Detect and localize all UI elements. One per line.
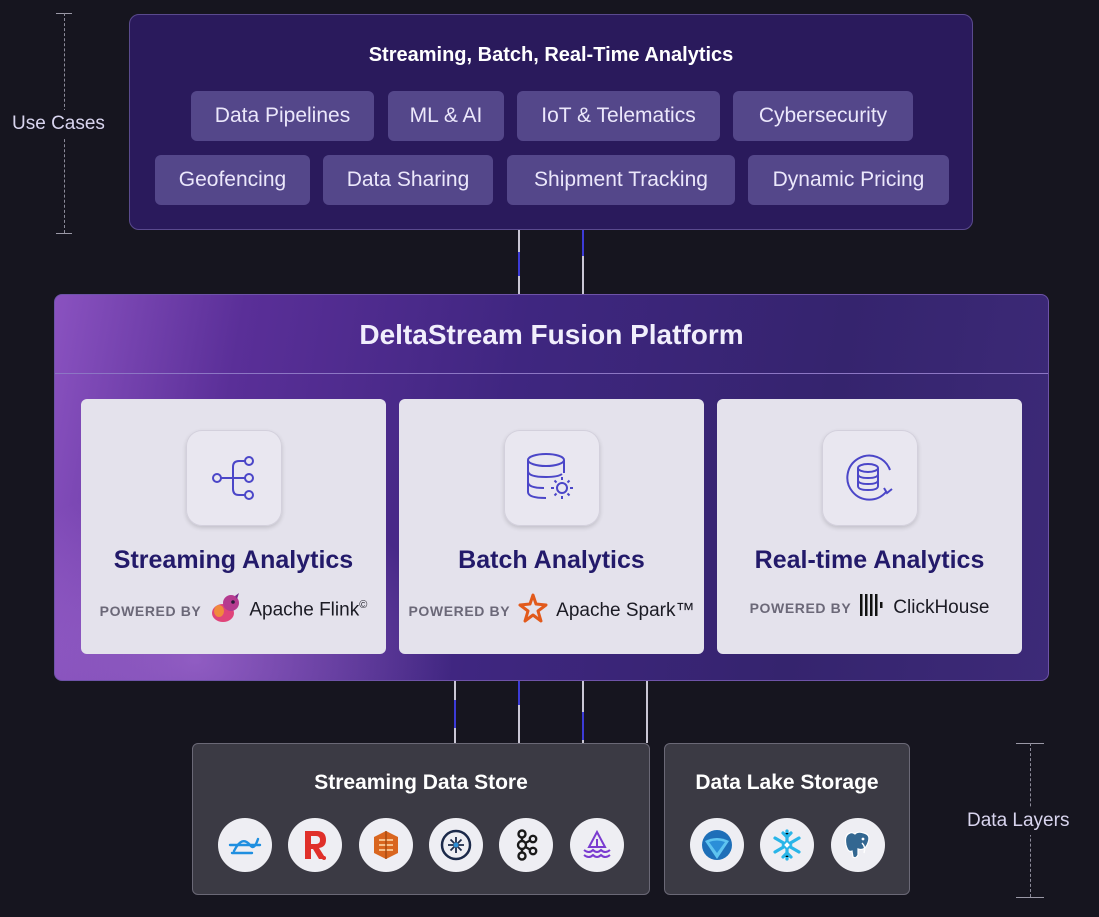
use-case-chip: Data Sharing [323,155,493,205]
streaming-analytics-card: Streaming Analytics POWERED BY Apache Fl… [81,399,386,654]
bracket-bottom-cap [1016,897,1044,898]
connector-flow [582,712,584,740]
stream-tree-icon [186,430,282,526]
connector-flow [518,252,520,276]
data-layers-label: Data Layers [967,807,1070,835]
database-gear-icon [504,430,600,526]
card-title: Streaming Analytics [113,546,354,574]
powered-by-row: POWERED BY Apache Spark™ [399,593,704,628]
flink-squirrel-icon [209,593,241,628]
brand-name: ClickHouse [893,596,990,618]
card-title: Real-time Analytics [754,546,985,574]
use-case-chip: ML & AI [388,91,504,141]
use-case-chip: Geofencing [155,155,310,205]
bracket-bottom-cap [56,233,72,234]
databricks-lakehouse-icon [690,818,744,872]
powered-by-row: POWERED BY Apache Flink© [81,593,386,628]
use-case-chip: Shipment Tracking [507,155,735,205]
use-case-chip: Data Pipelines [191,91,374,141]
kafka-icon [499,818,553,872]
powered-by-label: POWERED BY [408,602,511,619]
redpanda-r-icon [288,818,342,872]
data-lake-title: Data Lake Storage [695,771,879,794]
spark-star-icon [518,593,548,628]
connector-line [646,681,648,743]
use-case-chip: Cybersecurity [733,91,913,141]
aws-kinesis-icon [359,818,413,872]
brand-mark: © [359,599,368,612]
confluent-burst-icon [429,818,483,872]
connector-flow [518,681,520,705]
use-cases-panel: Streaming, Batch, Real-Time Analytics Da… [129,14,973,230]
streaming-store-title: Streaming Data Store [314,771,528,794]
data-lake-storage: Data Lake Storage [664,743,910,895]
use-cases-label: Use Cases [12,110,105,138]
realtime-analytics-card: Real-time Analytics POWERED BY ClickHous… [717,399,1022,654]
connector-line [518,681,520,743]
confluent-wave-icon [218,818,272,872]
connector-flow [582,230,584,256]
batch-analytics-card: Batch Analytics POWERED BY Apache Spark™ [399,399,704,654]
powered-by-label: POWERED BY [99,602,202,619]
brand-text: Apache Flink [249,599,360,621]
platform-title: DeltaStream Fusion Platform [359,319,744,350]
brand-name: Apache Flink© [249,599,367,621]
use-case-chip: IoT & Telematics [517,91,720,141]
card-title: Batch Analytics [458,546,645,574]
use-cases-title: Streaming, Batch, Real-Time Analytics [368,44,734,66]
connector-line [582,230,584,294]
platform-divider [55,373,1048,374]
connector-flow [454,700,456,728]
streaming-data-store: Streaming Data Store [192,743,650,895]
snowflake-icon [760,818,814,872]
powered-by-row: POWERED BY ClickHouse [717,593,1022,622]
database-refresh-icon [822,430,918,526]
fusion-platform: DeltaStream Fusion Platform Streaming An… [54,294,1049,681]
postgresql-elephant-icon [831,818,885,872]
powered-by-label: POWERED BY [749,599,852,616]
clickhouse-bars-icon [859,593,885,622]
warpstream-ship-icon [570,818,624,872]
brand-name: Apache Spark™ [556,599,695,621]
use-case-chip: Dynamic Pricing [748,155,949,205]
